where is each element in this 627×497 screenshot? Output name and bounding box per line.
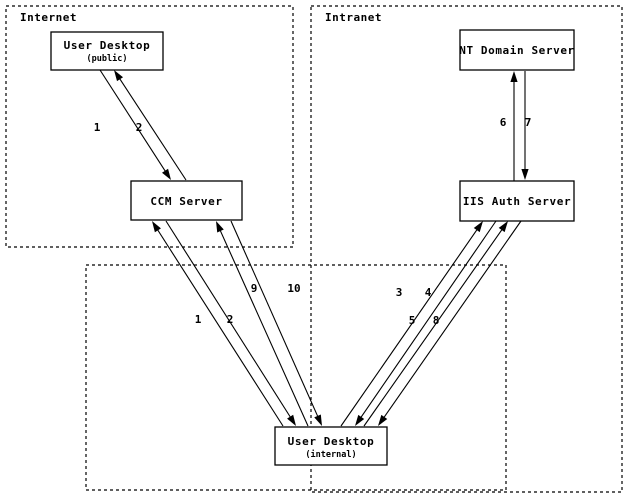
node-box-iis-auth-server[interactable] xyxy=(459,180,575,222)
flow-flow-2-internal xyxy=(165,220,296,426)
flow-line-flow-5 xyxy=(363,227,504,427)
arrowhead-flow-6 xyxy=(510,71,518,82)
node-subtitle-user-desktop-public: (public) xyxy=(87,53,128,64)
flow-flow-5 xyxy=(363,221,508,427)
flow-line-flow-10 xyxy=(230,220,320,419)
node-title-user-desktop-public: User Desktop xyxy=(64,39,151,52)
flow-arrows-group xyxy=(99,69,529,427)
arrowhead-flow-10 xyxy=(314,414,322,426)
flow-flow-9 xyxy=(216,221,309,427)
node-box-ccm-server[interactable] xyxy=(130,180,243,221)
arrowhead-flow-5 xyxy=(498,221,508,233)
flow-label-flow-6: 6 xyxy=(500,116,507,129)
node-title-user-desktop-internal: User Desktop xyxy=(288,435,375,448)
flow-line-flow-1-internal xyxy=(155,227,284,427)
flow-label-flow-2-public: 2 xyxy=(136,121,143,134)
flow-line-flow-2-internal xyxy=(165,220,293,420)
flow-line-flow-1-public xyxy=(99,69,168,174)
arrowhead-flow-2-internal xyxy=(287,414,296,426)
node-user-desktop-public[interactable]: User Desktop(public) xyxy=(50,31,164,71)
arrowhead-flow-7 xyxy=(521,169,529,180)
arrowhead-flow-3 xyxy=(473,221,483,233)
node-box-user-desktop-public[interactable] xyxy=(50,31,164,71)
node-title-ccm-server: CCM Server xyxy=(150,195,222,208)
flow-line-flow-3 xyxy=(340,227,479,427)
zone-label-internet: Internet xyxy=(20,11,77,24)
node-subtitle-user-desktop-internal: (internal) xyxy=(305,449,356,460)
flow-label-flow-10: 10 xyxy=(287,282,300,295)
node-nt-domain-server[interactable]: NT Domain Server xyxy=(459,29,575,71)
flow-flow-7 xyxy=(521,71,529,180)
flow-line-flow-4 xyxy=(359,220,497,420)
arrowhead-flow-1-internal xyxy=(152,221,161,233)
arrowhead-flow-1-public xyxy=(162,168,171,180)
flow-flow-6 xyxy=(510,71,518,181)
flow-label-flow-4: 4 xyxy=(425,286,432,299)
flow-labels-group: 1 2 6 7 9 10 1 2 3 4 5 8 xyxy=(94,116,532,327)
zone-boundary-internal-zone xyxy=(85,264,507,491)
arrowhead-flow-4 xyxy=(355,414,365,426)
flow-label-flow-2-internal: 2 xyxy=(227,313,234,326)
flow-flow-4 xyxy=(355,220,497,426)
arrowhead-flow-2-public xyxy=(114,70,124,82)
node-title-nt-domain-server: NT Domain Server xyxy=(459,44,575,57)
flow-label-flow-8: 8 xyxy=(433,314,440,327)
flow-line-flow-9 xyxy=(218,228,309,427)
flow-label-flow-1-internal: 1 xyxy=(195,313,202,326)
zone-label-intranet: Intranet xyxy=(325,11,382,24)
flow-flow-2-public xyxy=(114,70,187,181)
flow-label-flow-3: 3 xyxy=(396,286,403,299)
flow-label-flow-1-public: 1 xyxy=(94,121,101,134)
flow-label-flow-5: 5 xyxy=(409,314,416,327)
arrowhead-flow-8 xyxy=(378,414,388,426)
node-box-user-desktop-internal[interactable] xyxy=(274,426,388,466)
node-iis-auth-server[interactable]: IIS Auth Server xyxy=(459,180,575,222)
zone-boundary-intranet xyxy=(310,5,623,493)
node-title-iis-auth-server: IIS Auth Server xyxy=(463,195,571,208)
flow-line-flow-2-public xyxy=(117,76,187,181)
node-user-desktop-internal[interactable]: User Desktop(internal) xyxy=(274,426,388,466)
flow-flow-10 xyxy=(230,220,322,426)
node-ccm-server[interactable]: CCM Server xyxy=(130,180,243,221)
arrowhead-flow-9 xyxy=(216,221,224,233)
flow-line-flow-8 xyxy=(382,220,522,420)
flow-label-flow-7: 7 xyxy=(525,116,532,129)
flow-flow-1-public xyxy=(99,69,171,180)
flow-flow-3 xyxy=(340,221,483,427)
flow-label-flow-9: 9 xyxy=(251,282,258,295)
zone-boundaries-group: Internet Intranet xyxy=(5,5,623,493)
flow-flow-8 xyxy=(378,220,522,426)
node-box-nt-domain-server[interactable] xyxy=(459,29,575,71)
flow-flow-1-internal xyxy=(152,221,284,427)
